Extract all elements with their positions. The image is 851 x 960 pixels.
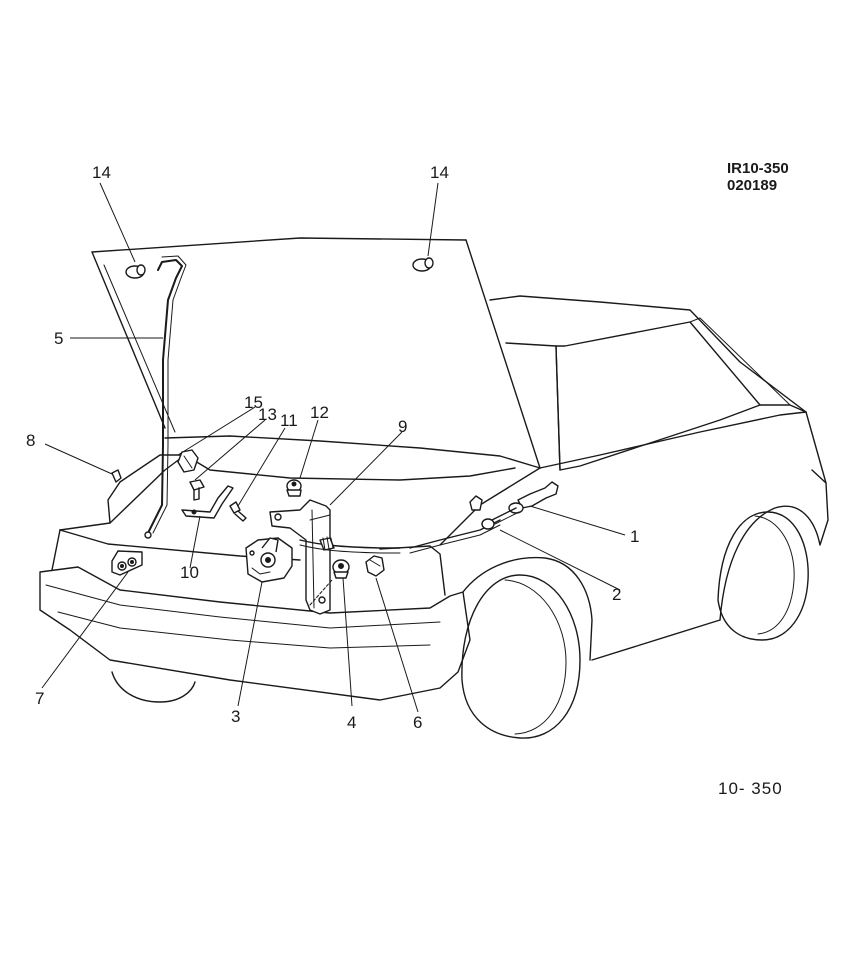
drawing-code: IR10-350 020189 [727, 160, 789, 194]
cable-grommet [481, 518, 495, 530]
callout-12: 12 [310, 403, 329, 422]
leader-lines [41, 182, 626, 713]
hood-latch [245, 537, 293, 583]
callout-8: 8 [26, 431, 35, 450]
hood-panel [91, 237, 541, 469]
drawing-code-line2: 020189 [727, 177, 778, 194]
callout-6: 6 [413, 713, 422, 732]
callout-13: 13 [258, 405, 277, 424]
drawing-code-line1: IR10-350 [727, 160, 789, 177]
callout-11: 11 [280, 411, 298, 430]
callout-14-left: 14 [92, 163, 111, 182]
hood-prop-rod [144, 255, 187, 539]
callout-10: 10 [180, 563, 199, 582]
bolt-13 [189, 479, 205, 501]
support-bracket [181, 485, 234, 519]
callout-3: 3 [231, 707, 240, 726]
cable-retainer [469, 495, 483, 511]
callout-5: 5 [54, 329, 63, 348]
car-body [39, 295, 829, 739]
callout-9: 9 [398, 417, 407, 436]
hood-bumper-left [125, 264, 146, 279]
callout-4: 4 [347, 713, 356, 732]
cable-clip [365, 555, 385, 577]
hood-side-bumper [111, 469, 122, 483]
callout-1: 1 [630, 527, 639, 546]
callout-15: 15 [244, 393, 263, 412]
hood-latch-bumper [332, 559, 350, 579]
callout-2: 2 [612, 585, 621, 604]
release-handle [491, 481, 559, 525]
callout-14-right: 14 [430, 163, 449, 182]
callout-7: 7 [35, 689, 44, 708]
bolt-11 [229, 501, 247, 522]
hood-lock-support [269, 499, 333, 615]
callout-labels: 14 14 5 8 15 13 11 12 9 1 10 2 7 3 4 6 [26, 163, 639, 732]
figure-reference: 10- 350 [718, 779, 783, 798]
hood-bumper-right [412, 257, 434, 272]
prop-rod-holder [111, 550, 143, 576]
adjusting-bumper [286, 479, 302, 497]
